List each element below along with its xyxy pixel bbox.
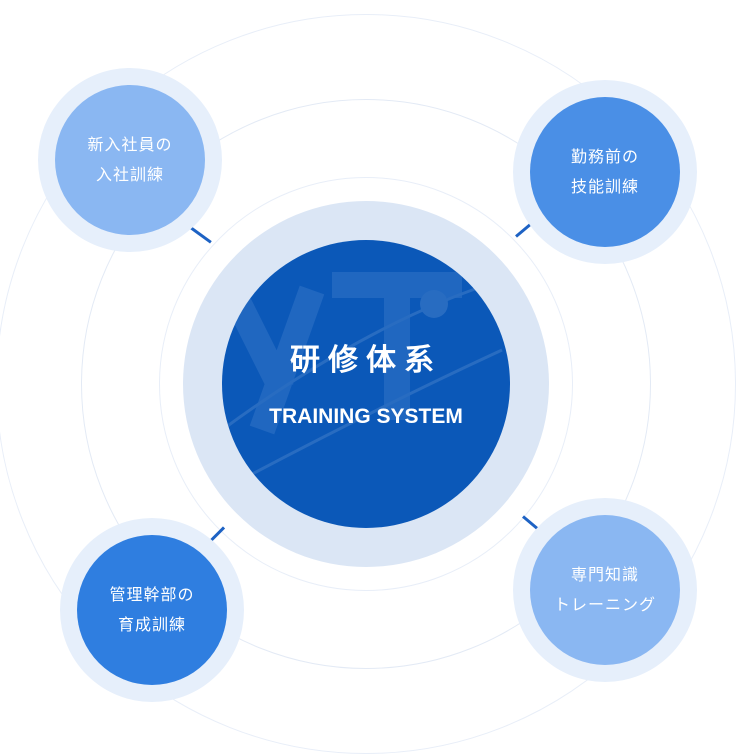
node-label: 勤務前の bbox=[570, 147, 639, 166]
node-label: 専門知識 bbox=[570, 565, 639, 584]
center-title: 研修体系 bbox=[290, 343, 442, 378]
center-subtitle: TRAINING SYSTEM bbox=[269, 405, 463, 428]
logo-watermark-icon bbox=[222, 272, 503, 492]
node-expert-training: 専門知識トレーニング bbox=[513, 498, 697, 682]
node-label: 管理幹部の bbox=[109, 585, 195, 604]
inner-orbit-ring bbox=[159, 177, 573, 591]
node-management-training: 管理幹部の育成訓練 bbox=[60, 518, 244, 702]
node-label: 技能訓練 bbox=[570, 177, 639, 196]
center-circle: 研修体系 TRAINING SYSTEM bbox=[222, 240, 510, 528]
node-new-employee-training: 新入社員の入社訓練 bbox=[38, 68, 222, 252]
node-label: 育成訓練 bbox=[117, 615, 186, 634]
node-label: 新入社員の bbox=[87, 135, 173, 154]
node-label: トレーニング bbox=[553, 595, 656, 614]
node-label: 入社訓練 bbox=[95, 165, 164, 184]
node-skill-training: 勤務前の技能訓練 bbox=[513, 80, 697, 264]
middle-orbit-ring bbox=[81, 99, 651, 669]
